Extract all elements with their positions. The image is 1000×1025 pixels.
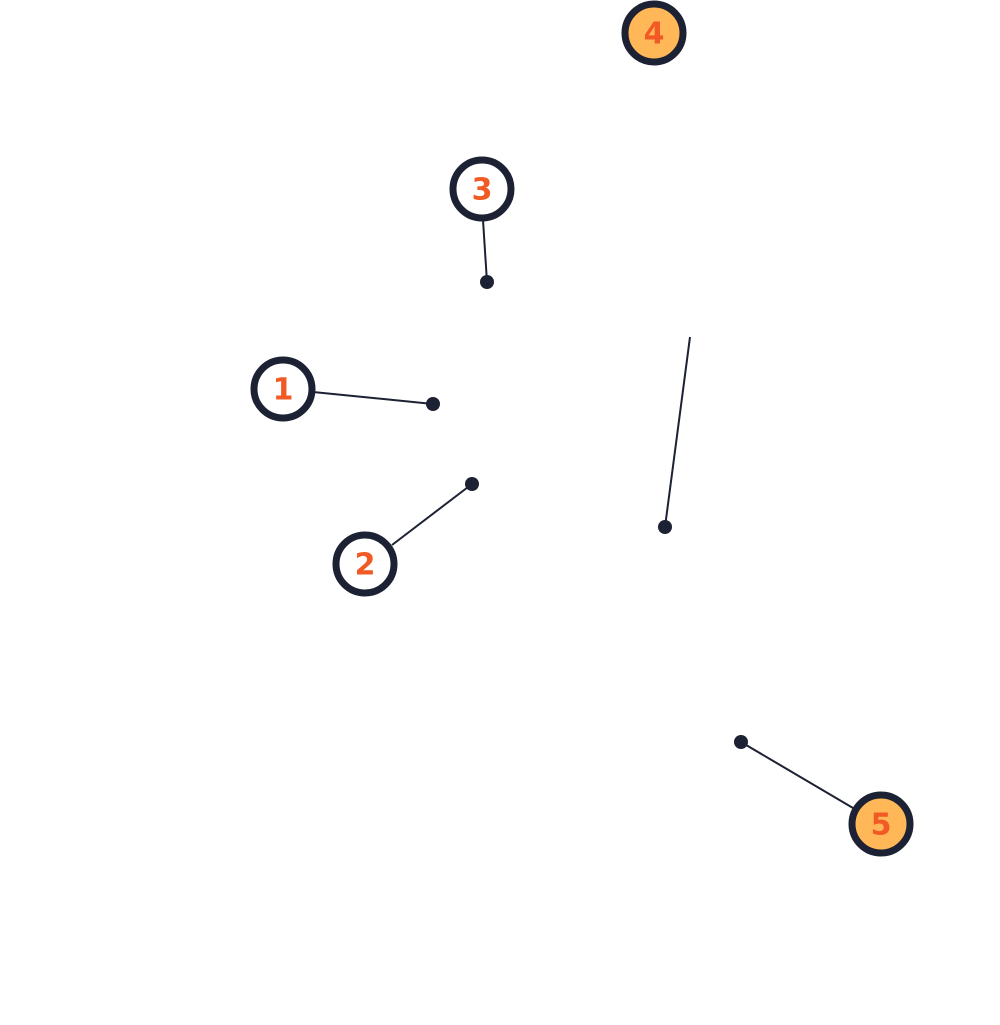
callout-number: 4	[644, 17, 665, 52]
callout-number: 5	[871, 808, 892, 843]
callout-4-leader	[664, 336, 691, 528]
callout-marker-4: 4	[621, 0, 687, 66]
callout-marker-1: 1	[250, 356, 316, 422]
callout-1-leader	[312, 391, 434, 405]
callout-number: 3	[472, 173, 493, 208]
callout-number: 2	[355, 548, 376, 583]
callout-5-anchor-dot	[734, 735, 748, 749]
callout-marker-3: 3	[449, 156, 515, 222]
callout-marker-2: 2	[332, 531, 398, 597]
callout-4-anchor-dot	[658, 520, 672, 534]
callout-1-anchor-dot	[426, 397, 440, 411]
callout-number: 1	[273, 373, 294, 408]
callout-2-leader	[391, 483, 473, 546]
callout-3-anchor-dot	[480, 275, 494, 289]
callout-3-leader	[482, 219, 488, 283]
callout-marker-5: 5	[848, 791, 914, 857]
callout-2-anchor-dot	[465, 477, 479, 491]
callout-5-leader	[740, 741, 854, 809]
